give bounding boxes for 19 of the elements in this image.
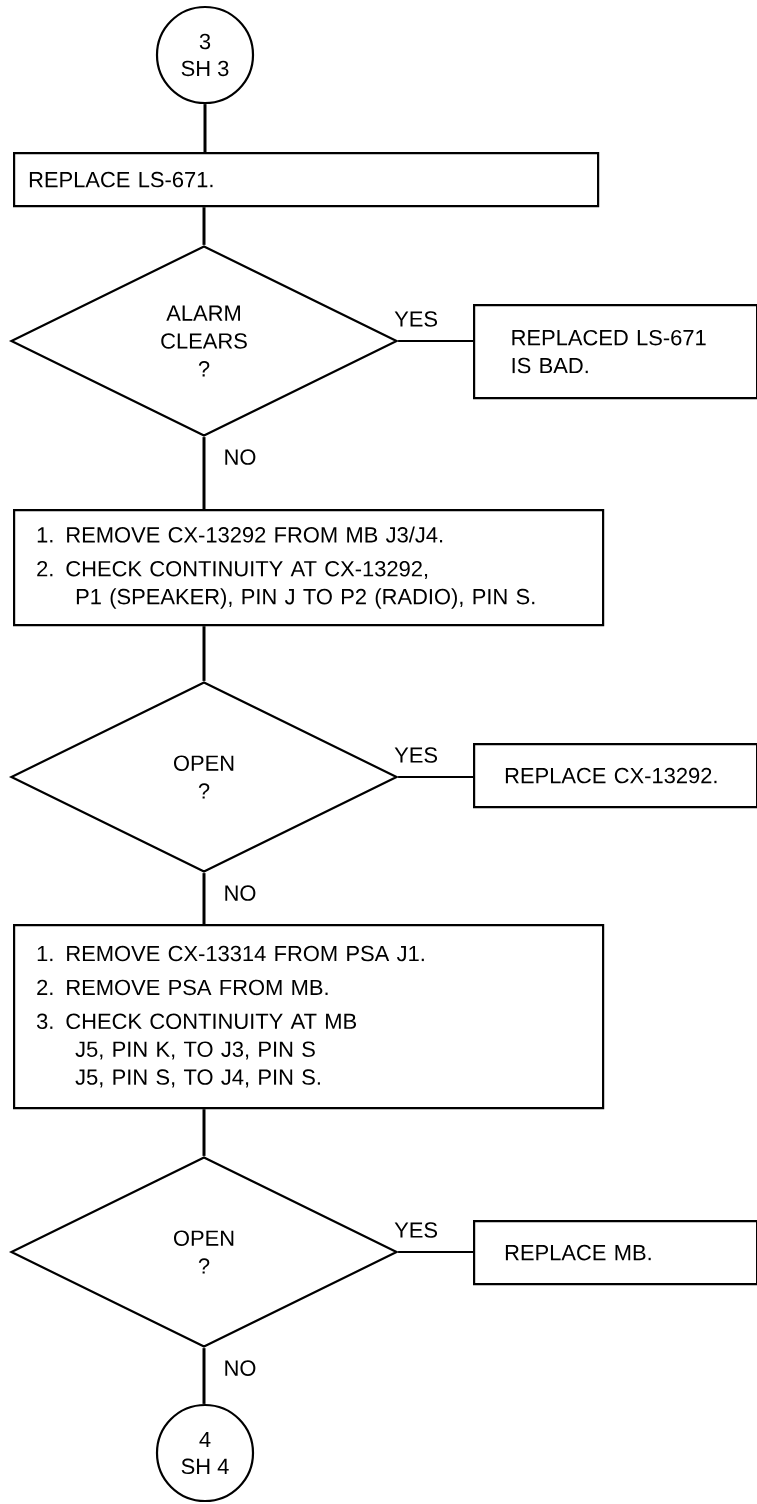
connector-line [202,437,206,509]
connector-line [202,207,206,245]
process-box: REPLACE LS-671. [13,152,600,208]
process-box: REPLACE CX-13292. [473,743,757,809]
connector-line [203,104,207,152]
connector-line [202,1348,206,1404]
process-box: 1. REMOVE CX-13314 FROM PSA J1. 2. REMOVE PSA FROM MB. 3. CHECK CONTINUITY AT MB J5, PIN K, TO J3, PIN S J5, PIN S, TO J4, PIN S. [13,924,605,1110]
edge-label: NO [222,448,258,466]
connector-line [202,873,206,924]
connector-line [397,1251,474,1253]
edge-label: NO [222,1359,258,1377]
connector-line [397,776,474,778]
edge-label: NO [222,884,258,902]
process-box: 1. REMOVE CX-13292 FROM MB J3/J4. 2. CHECK CONTINUITY AT CX-13292, P1 (SPEAKER), PIN J TO P2 (RADIO), PIN S. [13,509,605,627]
process-box: REPLACE MB. [473,1220,757,1286]
connector-line [397,340,474,342]
connector-line [202,1109,206,1156]
connector-line [202,626,206,681]
process-box: REPLACED LS-671 IS BAD. [473,304,757,400]
